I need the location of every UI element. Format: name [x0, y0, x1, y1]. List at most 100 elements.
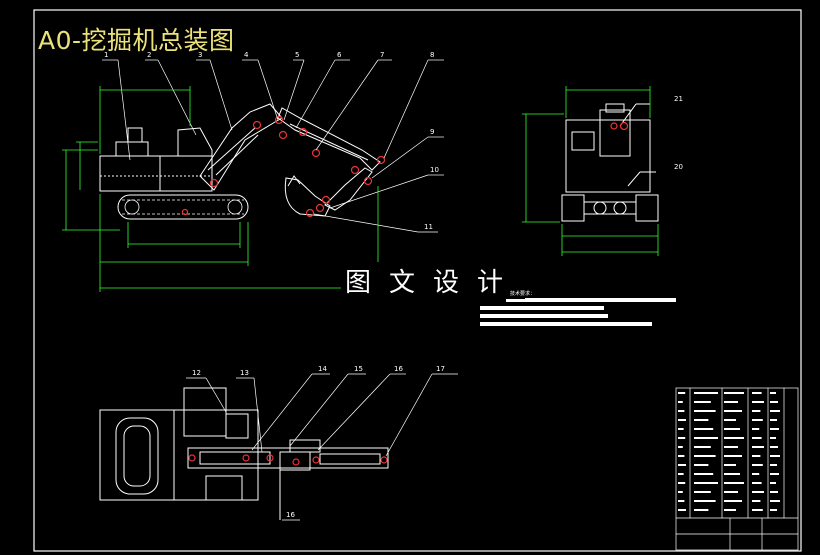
- table-cell-text: [724, 446, 738, 448]
- drawing-border: [33, 9, 802, 552]
- part-label-13: 13: [240, 369, 249, 377]
- track: [117, 194, 249, 220]
- leaders-top: [186, 373, 458, 521]
- table-cell-text: [678, 509, 686, 511]
- table-cell-text: [770, 437, 776, 439]
- table-cell-text: [724, 500, 742, 502]
- part-label-5: 5: [295, 51, 299, 59]
- table-cell-text: [752, 401, 764, 403]
- pins: [181, 115, 386, 218]
- part-label-3: 3: [198, 51, 202, 59]
- table-cell-text: [752, 446, 764, 448]
- part-label-2: 2: [147, 51, 151, 59]
- table-cell-text: [678, 482, 686, 484]
- table-cell-text: [724, 419, 736, 421]
- table-cell-text: [678, 401, 683, 403]
- table-cell-text: [770, 491, 778, 493]
- parts-list-rows: [678, 392, 780, 511]
- table-cell-text: [770, 419, 777, 421]
- table-cell-text: [678, 437, 686, 439]
- table-cell-text: [770, 401, 778, 403]
- table-cell-text: [752, 473, 760, 475]
- table-cell-text: [724, 464, 736, 466]
- table-cell-text: [752, 482, 762, 484]
- table-cell-text: [694, 455, 716, 457]
- part-label-6: 6: [337, 51, 342, 59]
- part-label-15: 15: [354, 365, 363, 373]
- part-label-14: 14: [318, 365, 327, 373]
- table-cell-text: [678, 410, 685, 412]
- table-cell-text: [694, 446, 711, 448]
- table-cell-text: [752, 455, 761, 457]
- table-cell-text: [694, 473, 714, 475]
- watermark-text: 图文设计: [341, 262, 526, 299]
- part-label-11: 11: [424, 223, 433, 231]
- table-cell-text: [770, 392, 776, 394]
- cab: [177, 127, 213, 157]
- table-cell-text: [678, 473, 684, 475]
- part-label-10: 10: [430, 166, 439, 174]
- table-cell-text: [770, 500, 780, 502]
- table-cell-text: [678, 446, 683, 448]
- table-cell-text: [770, 446, 778, 448]
- rear-body: [565, 119, 651, 193]
- table-cell-text: [752, 392, 762, 394]
- part-label-4: 4: [244, 51, 249, 59]
- table-cell-text: [678, 455, 685, 457]
- table-cell-text: [678, 464, 686, 466]
- part-label-16: 16: [394, 365, 403, 373]
- table-cell-text: [678, 500, 685, 502]
- table-cell-text: [694, 464, 709, 466]
- table-cell-text: [694, 428, 714, 430]
- table-cell-text: [724, 491, 738, 493]
- table-cell-text: [724, 392, 744, 394]
- table-cell-text: [752, 428, 760, 430]
- table-cell-text: [752, 437, 762, 439]
- table-cell-text: [770, 482, 776, 484]
- table-cell-text: [724, 455, 742, 457]
- table-cell-text: [678, 392, 686, 394]
- part-label-12: 12: [192, 369, 201, 377]
- table-cell-text: [770, 509, 777, 511]
- table-cell-text: [752, 419, 763, 421]
- table-cell-text: [694, 491, 711, 493]
- arm-link: [324, 167, 373, 211]
- technical-notes: [480, 298, 676, 326]
- table-cell-text: [678, 491, 683, 493]
- table-cell-text: [724, 428, 740, 430]
- table-cell-text: [752, 500, 761, 502]
- part-label-7: 7: [380, 51, 384, 59]
- excavator-side-view: [99, 59, 444, 233]
- parts-list-table: [675, 387, 799, 551]
- part-label-16-top: 16: [286, 511, 295, 519]
- table-cell-text: [678, 428, 684, 430]
- part-label-17: 17: [436, 365, 445, 373]
- table-cell-text: [724, 410, 742, 412]
- table-cell-text: [694, 482, 718, 484]
- upper-body: [99, 155, 213, 192]
- table-cell-text: [678, 419, 686, 421]
- part-label-21: 21: [674, 95, 683, 103]
- table-cell-text: [770, 473, 779, 475]
- table-cell-text: [752, 410, 761, 412]
- part-label-8: 8: [430, 51, 434, 59]
- table-cell-text: [694, 419, 709, 421]
- table-cell-text: [724, 482, 744, 484]
- table-cell-text: [752, 491, 764, 493]
- drawing-title: A0-挖掘机总装图: [38, 26, 235, 55]
- table-cell-text: [752, 509, 763, 511]
- dimensions-rear: [522, 86, 659, 256]
- table-cell-text: [694, 392, 718, 394]
- table-cell-text: [694, 401, 711, 403]
- part-label-20: 20: [674, 163, 683, 171]
- table-cell-text: [694, 500, 716, 502]
- table-cell-text: [724, 401, 738, 403]
- table-cell-text: [694, 437, 718, 439]
- table-cell-text: [694, 509, 709, 511]
- table-cell-text: [724, 473, 740, 475]
- table-cell-text: [752, 464, 763, 466]
- boom-top: [187, 447, 389, 469]
